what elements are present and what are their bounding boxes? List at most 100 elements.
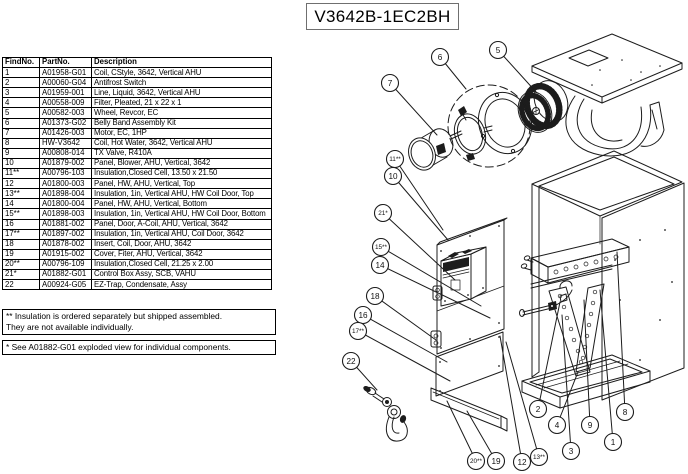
callout-4: 4 xyxy=(547,371,579,435)
leader-line xyxy=(583,299,591,426)
callout-7: 7 xyxy=(380,73,438,136)
callout-circle xyxy=(561,441,581,461)
blower-wheel xyxy=(517,80,569,133)
leader-line xyxy=(389,82,438,136)
callout-label: 2 xyxy=(536,405,541,414)
insulation-note-line2: They are not available individually. xyxy=(6,321,134,332)
blower-housing-assembly xyxy=(531,33,683,157)
callout-21s: 21* xyxy=(373,203,456,281)
callout-circle xyxy=(383,166,403,186)
callout-label: 17** xyxy=(352,328,365,335)
callout-circle xyxy=(547,415,567,435)
door-inserts xyxy=(430,285,443,348)
callout-label: 6 xyxy=(438,53,443,62)
leader-line xyxy=(394,158,444,231)
insulation-note: ** Insulation is ordered separately but … xyxy=(2,309,276,335)
callout-label: 12 xyxy=(517,458,527,467)
callout-8: 8 xyxy=(615,251,635,422)
callout-circle xyxy=(512,452,532,472)
belly-band-kit xyxy=(447,84,533,168)
a-coil xyxy=(548,280,605,377)
callout-20ss: 20** xyxy=(446,400,486,471)
callout-circle xyxy=(370,255,390,275)
exploded-view-note: * See A01882-G01 exploded view for indiv… xyxy=(2,340,276,355)
callout-5: 5 xyxy=(488,40,538,94)
leader-line xyxy=(616,251,626,413)
callout-circle xyxy=(371,237,391,257)
callout-9: 9 xyxy=(580,299,600,435)
callout-label: 16 xyxy=(358,311,368,320)
callout-label: 7 xyxy=(388,79,393,88)
leader-line xyxy=(392,175,449,241)
callout-label: 21* xyxy=(378,210,388,217)
insulation-note-line1: ** Insulation is ordered separately but … xyxy=(6,311,223,321)
leader-line xyxy=(379,264,491,319)
leader-line xyxy=(382,212,456,281)
callout-label: 13** xyxy=(533,454,546,461)
callout-label: 5 xyxy=(496,46,501,55)
callout-circle xyxy=(488,40,508,60)
leader-line xyxy=(505,341,540,458)
callout-10: 10 xyxy=(383,166,449,241)
leader-line xyxy=(599,289,614,443)
callout-label: 3 xyxy=(569,447,574,456)
page-title: V3642B-1EC2BH xyxy=(306,3,459,30)
callout-16: 16 xyxy=(353,305,448,363)
callout-19: 19 xyxy=(466,410,506,471)
callout-circle xyxy=(341,351,361,371)
callout-circle xyxy=(365,286,385,306)
leader-line xyxy=(466,410,497,462)
cabinet xyxy=(531,150,685,401)
callout-1: 1 xyxy=(599,289,623,452)
callout-circle xyxy=(486,451,506,471)
callout-label: 15** xyxy=(375,244,388,251)
callout-13ss: 13** xyxy=(505,341,549,467)
callout-circle xyxy=(430,47,450,67)
refrigerant-lines xyxy=(519,289,573,317)
callout-label: 4 xyxy=(555,421,560,430)
leader-line xyxy=(380,246,482,307)
callout-2: 2 xyxy=(528,301,561,419)
callout-circle xyxy=(529,447,549,467)
callout-circle xyxy=(466,451,486,471)
callout-circle xyxy=(615,402,635,422)
ez-trap xyxy=(363,386,408,442)
motor xyxy=(408,128,463,171)
callout-circle xyxy=(348,321,368,341)
callout-label: 22 xyxy=(346,357,356,366)
hot-water-coil xyxy=(520,238,630,289)
control-box xyxy=(440,246,487,307)
leader-line xyxy=(499,335,523,463)
callout-label: 18 xyxy=(370,292,380,301)
callout-label: 19 xyxy=(491,457,501,466)
leader-line xyxy=(446,400,477,462)
filter-cover xyxy=(430,387,508,432)
callout-15ss: 15** xyxy=(371,237,482,307)
leader-line xyxy=(497,49,538,94)
callout-circle xyxy=(580,415,600,435)
leader-line xyxy=(374,295,437,341)
blower-door-panel xyxy=(436,217,508,355)
callout-6: 6 xyxy=(430,47,467,90)
callout-label: 8 xyxy=(623,408,628,417)
callout-circle xyxy=(603,432,623,452)
callout-14: 14 xyxy=(370,255,491,319)
callout-label: 14 xyxy=(375,261,385,270)
callout-12: 12 xyxy=(499,335,532,472)
description-cell: EZ-Trap, Condensate, Assy xyxy=(91,279,272,291)
callout-label: 10 xyxy=(388,172,398,181)
callout-label: 11** xyxy=(389,156,401,163)
callout-circle xyxy=(373,203,393,223)
callout-label: 1 xyxy=(611,438,616,447)
leader-line xyxy=(561,314,572,452)
callout-17ss: 17** xyxy=(348,321,451,382)
callout-circle xyxy=(380,73,400,93)
callout-label: 20** xyxy=(470,458,483,465)
callout-18: 18 xyxy=(365,286,437,341)
